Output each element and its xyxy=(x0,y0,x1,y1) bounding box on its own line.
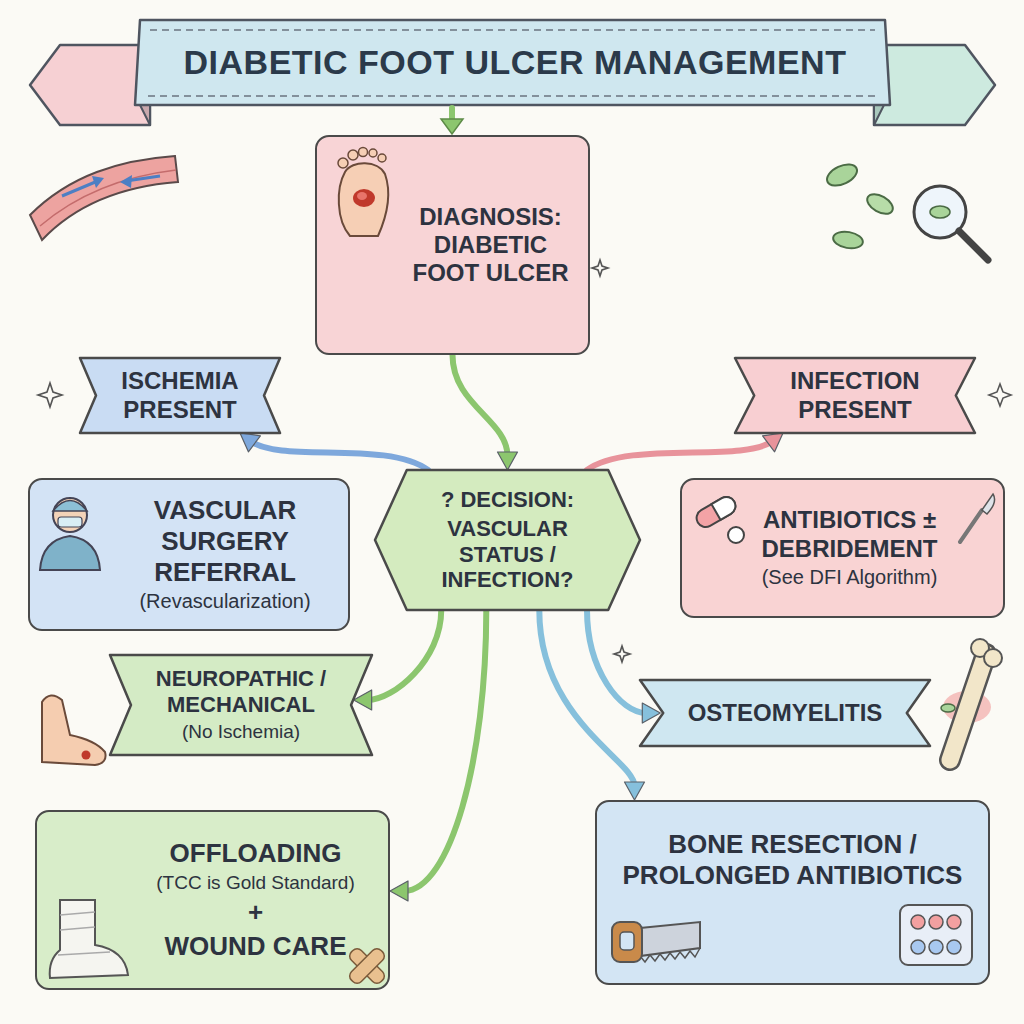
node-text: BONE RESECTION / PROLONGED ANTIBIOTICS xyxy=(617,829,968,890)
process-box: ANTIBIOTICS ± DEBRIDEMENT (See DFI Algori… xyxy=(680,478,1005,618)
title-arrow xyxy=(441,108,463,134)
flow-arrow xyxy=(240,433,428,470)
banner-label: ISCHEMIA PRESENT xyxy=(80,358,280,433)
node-text: VASCULAR SURGERY REFERRAL xyxy=(154,495,297,587)
surgeon-icon xyxy=(40,498,100,570)
arrow-line xyxy=(453,355,508,456)
arrow-line xyxy=(539,610,634,786)
arrow-head xyxy=(498,452,518,470)
bandage-icon xyxy=(347,946,387,986)
flow-arrow xyxy=(539,610,644,800)
foot-icon xyxy=(42,695,106,765)
process-box: VASCULAR SURGERY REFERRAL (Revascularizat… xyxy=(28,478,350,631)
node-text: (No Ischemia) xyxy=(182,721,300,743)
blister-pack-icon xyxy=(900,905,972,965)
process-box: OFFLOADING (TCC is Gold Standard) +WOUND C… xyxy=(35,810,390,990)
pill-icon xyxy=(693,494,744,543)
node-text: OSTEOMYELITIS xyxy=(688,699,883,727)
node-text: (TCC is Gold Standard) xyxy=(156,872,355,894)
node-text: (See DFI Algorithm) xyxy=(762,566,938,590)
bone-icon xyxy=(941,639,1002,760)
node-text: WOUND CARE xyxy=(165,931,347,962)
arrow-head xyxy=(763,433,783,452)
arrow-line xyxy=(368,610,442,700)
scalpel-icon xyxy=(960,494,995,542)
arrow-head xyxy=(240,433,260,452)
node-text: INFECTION PRESENT xyxy=(761,367,949,424)
arrow-head xyxy=(625,782,645,800)
banner-label: NEUROPATHIC / MECHANICAL (No Ischemia) xyxy=(110,655,372,755)
decision-hexagon: ? DECISION: VASCULAR STATUS / INFECTION? xyxy=(375,470,640,610)
node-text: + xyxy=(248,897,263,928)
node-text: ? DECISION: xyxy=(441,487,574,513)
title-ribbon xyxy=(30,20,995,125)
node-text: (Revascularization) xyxy=(139,590,310,614)
process-box: BONE RESECTION / PROLONGED ANTIBIOTICS xyxy=(595,800,990,985)
process-box: DIAGNOSIS: DIABETIC FOOT ULCER xyxy=(315,135,590,355)
saw-icon xyxy=(612,922,700,962)
node-text: NEUROPATHIC / MECHANICAL xyxy=(140,666,342,718)
node-text: ISCHEMIA PRESENT xyxy=(106,367,254,424)
bacteria-magnifier-icon xyxy=(824,160,988,260)
arrow-line xyxy=(404,610,486,891)
banner-label: OSTEOMYELITIS xyxy=(640,680,930,746)
arrow-line xyxy=(251,441,428,470)
banner-label: INFECTION PRESENT xyxy=(735,358,975,433)
blood-vessel-icon xyxy=(30,156,178,240)
flow-arrow xyxy=(587,433,783,470)
node-text: VASCULAR STATUS / INFECTION? xyxy=(413,516,602,594)
node-text: ANTIBIOTICS ± DEBRIDEMENT xyxy=(762,506,938,563)
arrow-head xyxy=(390,881,408,901)
foot-ulcer-icon xyxy=(338,148,388,237)
arrow-line xyxy=(587,610,646,713)
title-text: DIABETIC FOOT ULCER MANAGEMENT xyxy=(140,20,890,105)
flow-arrow xyxy=(390,610,486,901)
flow-arrow xyxy=(587,610,660,723)
node-text: OFFLOADING xyxy=(170,838,342,869)
arrow-line xyxy=(587,441,772,470)
flow-arrow xyxy=(453,355,518,470)
cast-icon xyxy=(50,900,128,978)
node-text: DIAGNOSIS: DIABETIC FOOT ULCER xyxy=(405,203,576,288)
